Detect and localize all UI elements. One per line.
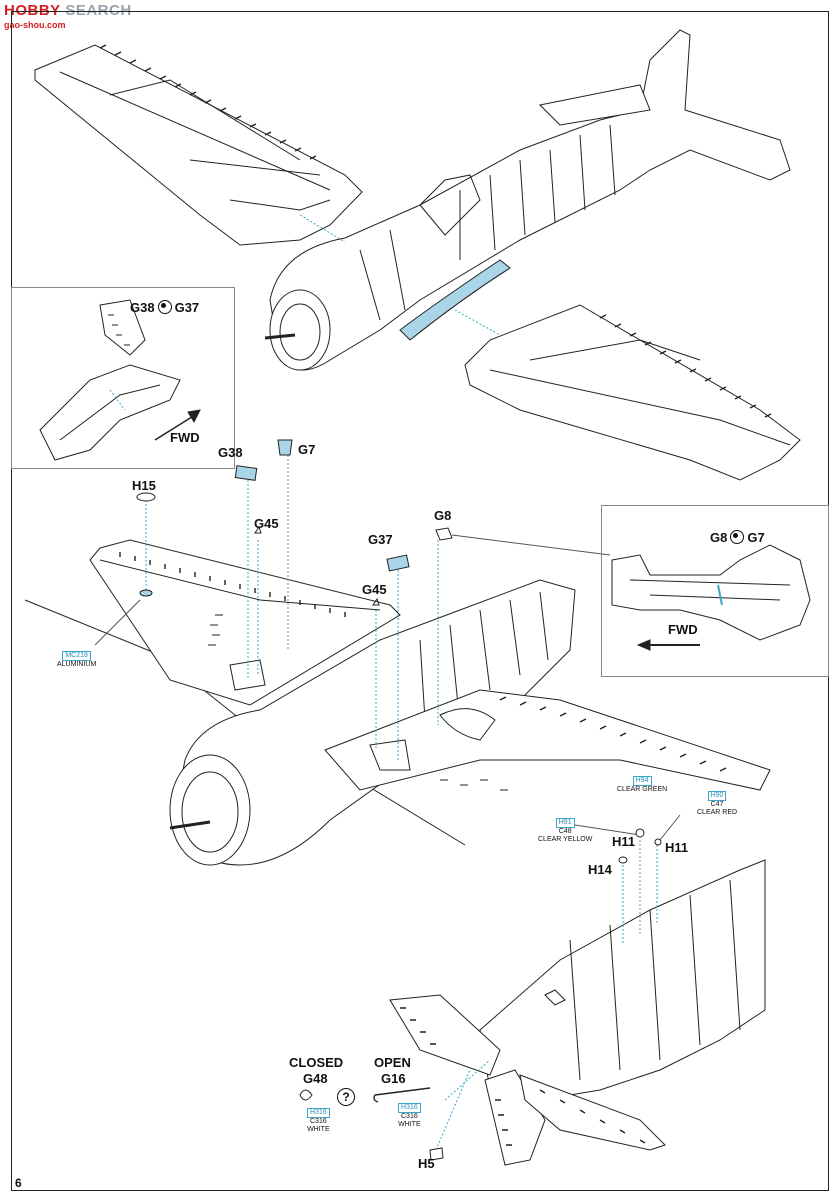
help-icon: ?	[337, 1088, 355, 1106]
part-g48: G48	[303, 1071, 328, 1086]
part-g7: G7	[298, 442, 316, 457]
top-left-wing	[34, 44, 363, 246]
part-h15: H15	[132, 478, 156, 493]
assembly-guides	[145, 455, 439, 760]
option-closed: CLOSED	[289, 1055, 344, 1070]
inset-panel-right	[601, 505, 829, 677]
page-number: 6	[15, 1176, 22, 1190]
inset-panel-top	[11, 287, 235, 469]
part-g16: G16	[381, 1071, 406, 1086]
watermark-brand: HOBBY SEARCH	[4, 2, 132, 19]
top-right-wing	[464, 304, 801, 481]
part-h11-right: H11	[665, 840, 689, 855]
inset-right-line-art	[611, 544, 811, 651]
inset-top-line-art	[39, 299, 201, 461]
part-h11-left: H11	[612, 834, 636, 849]
part-h5: H5	[418, 1156, 435, 1171]
watermark-url: gao-shou.com	[4, 20, 66, 30]
part-g37: G37	[368, 532, 393, 547]
separate-icon	[730, 530, 745, 544]
separate-icon	[157, 300, 172, 314]
part-h14: H14	[588, 862, 612, 877]
middle-aircraft	[24, 539, 771, 866]
part-g38: G38	[218, 445, 243, 460]
part-g45-left: G45	[254, 516, 279, 531]
option-open: OPEN	[374, 1055, 411, 1070]
part-g45-right: G45	[362, 582, 387, 597]
part-g8: G8	[434, 508, 452, 523]
top-fuselage	[264, 29, 791, 371]
inset-right-fwd: FWD	[668, 622, 698, 637]
bottom-tail-assembly	[389, 859, 766, 1166]
inset-top-fwd: FWD	[170, 430, 200, 445]
